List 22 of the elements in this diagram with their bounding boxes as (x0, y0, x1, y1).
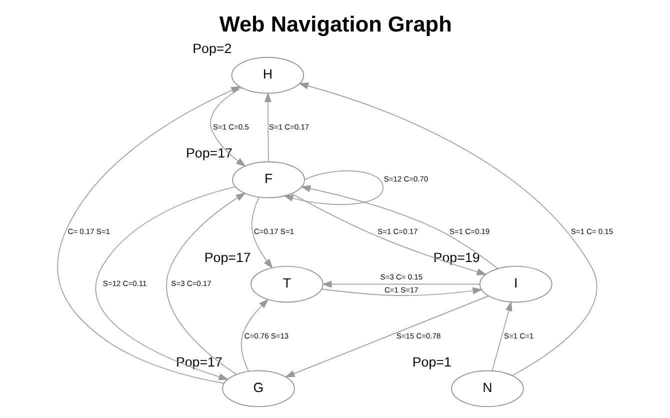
edge-label: S=1 C=0.5 (212, 122, 248, 132)
edge-label: S=3 C= 0.15 (380, 272, 422, 282)
edge-label: S=15 C=0.78 (396, 331, 440, 340)
edge-label: S=1 C= 0.15 (570, 226, 613, 236)
edge-label: C=0.76 S=13 (244, 331, 288, 340)
node-label: Pop=17 (186, 145, 232, 160)
edge-label: S=3 C=0.17 (170, 279, 211, 288)
node-label: Pop=1 (412, 354, 451, 370)
edge-label: S=1 C=0.17 (377, 226, 418, 236)
edge-label: S=12 C=0.70 (383, 174, 428, 184)
node-label: Pop=2 (192, 40, 232, 56)
node-label: Pop=17 (204, 250, 250, 265)
edge-label: C= 0.17 S=1 (67, 226, 110, 236)
edge-label: S=1 C=0.19 (448, 226, 490, 236)
node-label: Pop=19 (432, 250, 480, 265)
edge-label: C=1 S=17 (384, 286, 418, 295)
edge-label: S=1 C=1 (503, 331, 534, 340)
edge-label: S=12 C=0.11 (102, 279, 146, 288)
edge-label: S=1 C=0.17 (268, 122, 309, 132)
diagram-title: Web Navigation Graph (218, 11, 452, 36)
edge-label: C=0.17 S=1 (253, 226, 294, 236)
node-label: Pop=17 (175, 354, 222, 370)
